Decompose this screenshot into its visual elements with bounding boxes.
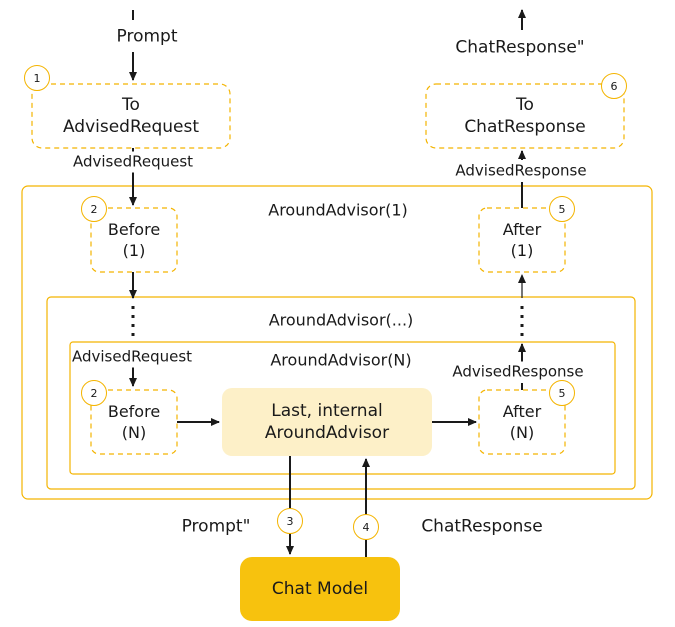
before-1-text: Before (1) bbox=[91, 208, 177, 272]
to-advised-request-line2: AdvisedRequest bbox=[62, 117, 200, 137]
before-1-line1: Before bbox=[107, 220, 161, 239]
step-badge-1: 1 bbox=[24, 65, 50, 91]
after-1-text: After (1) bbox=[479, 208, 565, 272]
advised-response-label-2: AdvisedResponse bbox=[452, 361, 584, 383]
before-1-line2: (1) bbox=[122, 241, 146, 260]
chat-model-box: Chat Model bbox=[240, 557, 400, 621]
outer-container bbox=[21, 185, 653, 500]
before-n-text: Before (N) bbox=[91, 390, 177, 454]
prompt-bottom-label: Prompt" bbox=[181, 516, 251, 537]
before-n-line1: Before bbox=[107, 402, 161, 421]
last-internal-line1: Last, internal bbox=[271, 401, 383, 421]
to-chat-response-text: To ChatResponse bbox=[426, 84, 624, 148]
before-n-line2: (N) bbox=[121, 423, 147, 442]
chat-response-top-label: ChatResponse" bbox=[455, 37, 585, 58]
advised-request-label-2: AdvisedRequest bbox=[71, 346, 193, 368]
step-badge-5-bottom: 5 bbox=[549, 380, 575, 406]
advised-response-label-1: AdvisedResponse bbox=[455, 160, 587, 182]
last-internal-line2: AroundAdvisor bbox=[264, 423, 390, 443]
middle-container bbox=[46, 296, 636, 490]
middle-container-title: AroundAdvisor(...) bbox=[268, 310, 414, 330]
chat-response-bottom-label: ChatResponse bbox=[421, 516, 543, 537]
step-badge-2-bottom: 2 bbox=[81, 380, 107, 406]
after-1-line2: (1) bbox=[510, 241, 534, 260]
to-advised-request-line1: To bbox=[122, 95, 140, 115]
outer-container-title: AroundAdvisor(1) bbox=[268, 200, 408, 220]
to-chat-response-line1: To bbox=[516, 95, 534, 115]
to-chat-response-line2: ChatResponse bbox=[464, 117, 586, 137]
inner-container-title: AroundAdvisor(N) bbox=[270, 350, 412, 370]
to-chat-response-box bbox=[425, 83, 625, 149]
advised-request-label-1: AdvisedRequest bbox=[72, 151, 194, 173]
step-badge-3: 3 bbox=[277, 508, 303, 534]
to-advised-request-box bbox=[31, 83, 231, 149]
last-internal-advisor-text: Last, internal AroundAdvisor bbox=[222, 388, 432, 456]
after-n-line2: (N) bbox=[509, 423, 535, 442]
step-badge-4: 4 bbox=[353, 514, 379, 540]
inner-container bbox=[69, 341, 616, 475]
last-internal-advisor-box bbox=[222, 388, 432, 456]
chat-model-label: Chat Model bbox=[271, 579, 369, 599]
step-badge-6: 6 bbox=[601, 73, 627, 99]
after-n-line1: After bbox=[502, 402, 542, 421]
step-badge-5-top: 5 bbox=[549, 196, 575, 222]
to-advised-request-text: To AdvisedRequest bbox=[32, 84, 230, 148]
after-n-text: After (N) bbox=[479, 390, 565, 454]
after-1-line1: After bbox=[502, 220, 542, 239]
step-badge-2-top: 2 bbox=[81, 196, 107, 222]
prompt-top-label: Prompt bbox=[116, 26, 178, 47]
